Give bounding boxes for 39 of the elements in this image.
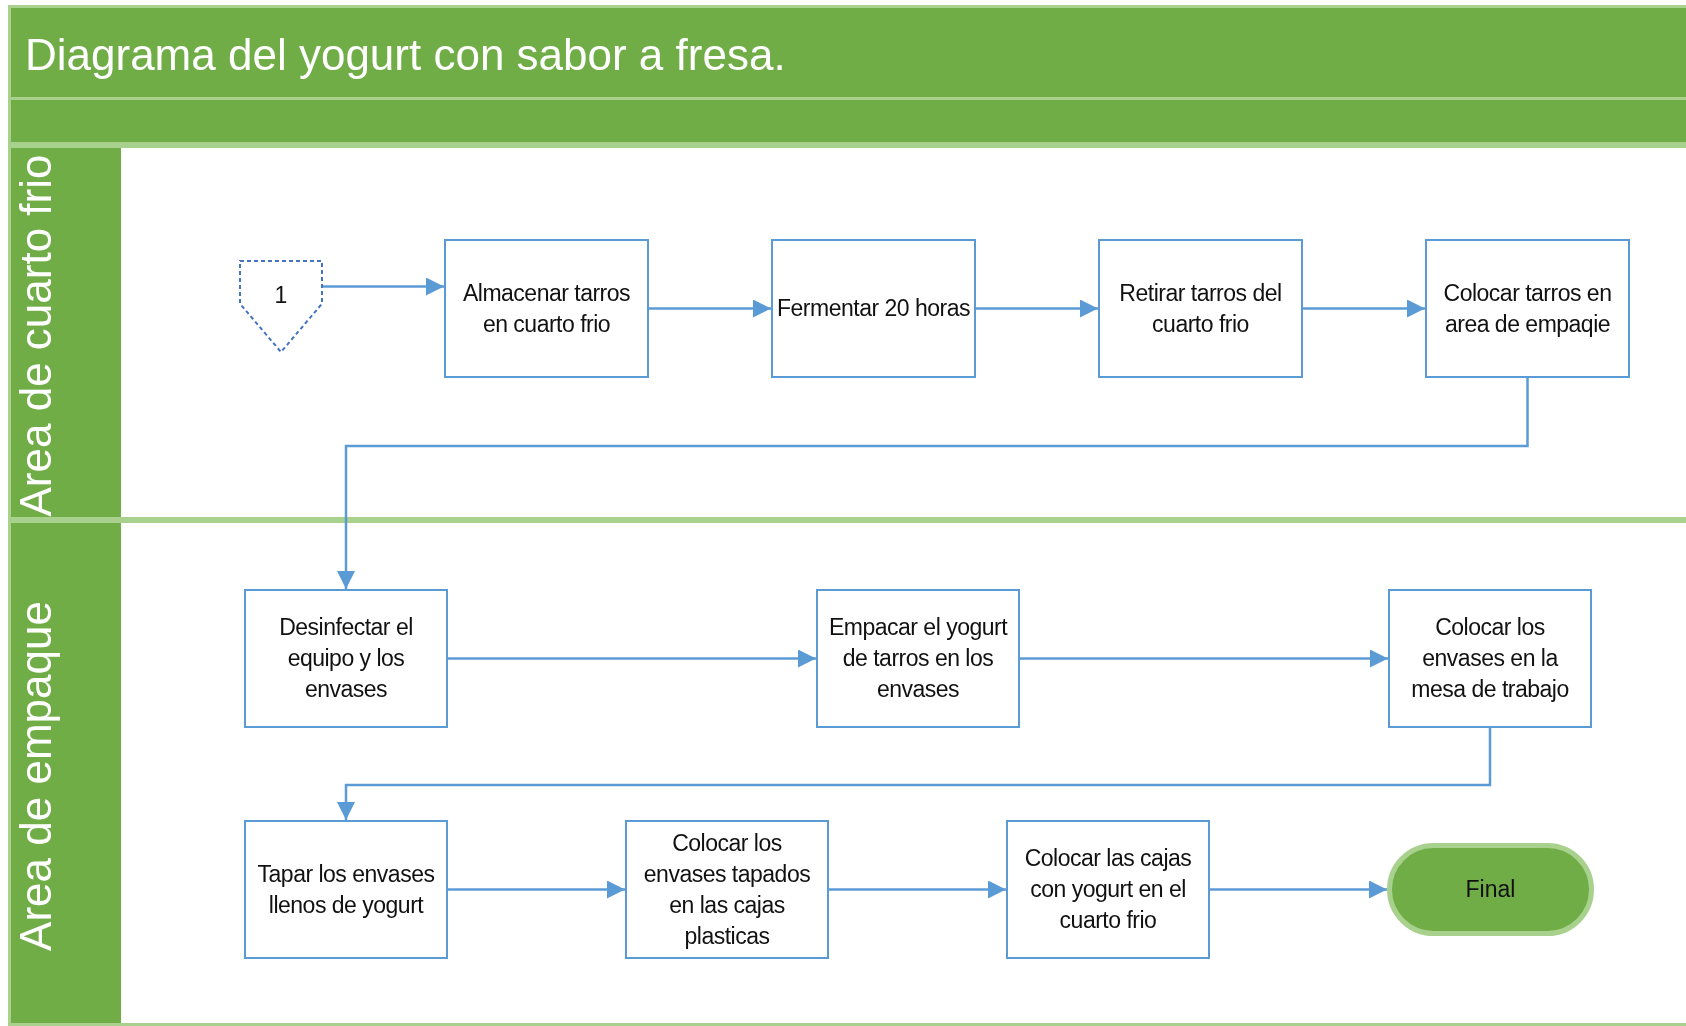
swimlane [8,145,1686,520]
arrow [323,277,444,296]
step-text: Colocar las cajas con yogurt en el cuarto frio [1023,844,1193,935]
process-box [816,589,1020,728]
process-box [771,239,976,378]
arrow [448,649,816,668]
arrow [1303,299,1425,318]
process-box [1425,239,1630,378]
arrow [337,378,1529,589]
arrow [649,299,771,318]
arrow [1210,880,1387,899]
step-text: Colocar los envases tapados en las cajas plasticas [642,828,812,951]
swimlane [8,520,1686,1026]
diagram-title: Diagrama del yogurt con sabor a fresa. [25,30,786,80]
arrow [448,880,625,899]
lane-label: Area de empaque [11,600,61,953]
arrow [976,299,1098,318]
step-text: Colocar los envases en la mesa de trabajo [1410,613,1570,704]
step-text: Tapar los envases llenos de yogurt [256,859,436,920]
process-box [1006,820,1210,959]
step-text: Empacar el yogurt de tarros en los envases [827,613,1009,704]
process-box [244,820,448,959]
arrow [1020,649,1388,668]
process-box [244,589,448,728]
process-box [1098,239,1303,378]
process-box [1388,589,1592,728]
connector-label: 1 [273,282,289,309]
arrow [829,880,1006,899]
step-text: Fermentar 20 horas [777,294,970,323]
step-text: Almacenar tarros en cuarto frio [461,278,632,339]
off-page-connector [239,260,323,353]
process-box [444,239,649,378]
step-text: Retirar tarros del cuarto frio [1118,278,1283,339]
arrow [337,728,1492,820]
process-box [625,820,829,959]
step-text: Colocar tarros en area de empaqie [1442,278,1613,339]
step-text: Desinfectar el equipo y los envases [278,613,414,704]
lane-label: Area de cuarto frio [11,153,61,518]
terminator-label: Final [1465,876,1516,903]
